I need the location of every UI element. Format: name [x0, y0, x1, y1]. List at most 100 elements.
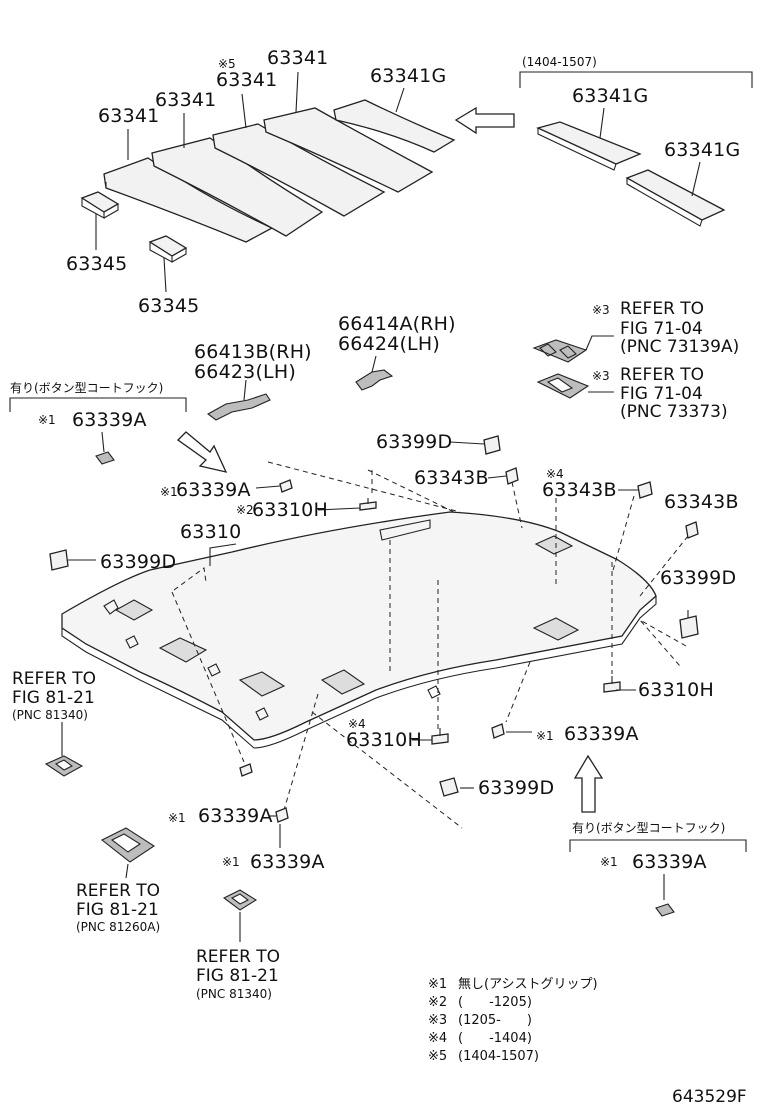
label-63310h-right: 63310H: [638, 679, 714, 701]
label-63343b-2: 63343B: [542, 479, 617, 501]
roof-strips-group: [80, 71, 753, 293]
ref1-fig: FIG 71-04: [620, 319, 703, 339]
label-strip-1: 63341: [98, 105, 159, 127]
label-66413b: 66413B(RH): [194, 341, 312, 363]
label-63310h-mid: 63310H: [346, 729, 422, 751]
left-hook-box: 有り(ボタン型コートフック) ※1 63339A: [9, 381, 228, 473]
right-hook-part: 63339A: [632, 851, 707, 873]
bracket-66413b: [206, 393, 271, 421]
figure-code: 643529F: [672, 1087, 747, 1107]
lamp-73139a: [532, 339, 588, 363]
note-2-mark: ※2: [428, 995, 447, 1010]
strip-63341g-r1: [536, 121, 642, 165]
ref1-pnc: (PNC 73139A): [620, 337, 739, 357]
label-63343b-3: 63343B: [664, 491, 739, 513]
right-hook-box: 有り(ボタン型コートフック) ※1 63339A: [569, 754, 747, 917]
left-refs: REFER TO FIG 81-21 (PNC 81340) REFER TO …: [12, 669, 280, 1001]
clip-63399d-left: [49, 549, 69, 571]
cap-63343b-3: [685, 521, 699, 539]
label-strip-2: 63341: [155, 89, 216, 111]
hook-63339a-low2: [275, 807, 289, 823]
label-date-range: (1404-1507): [522, 55, 597, 69]
ref2-fig: FIG 71-04: [620, 384, 703, 404]
label-66424: 66424(LH): [338, 333, 440, 355]
label-strip-r2: 63341G: [664, 139, 740, 161]
label-strip-3: 63341: [216, 69, 277, 91]
label-63310h-mid-mark: ※4: [348, 717, 366, 731]
ref-c-fig: FIG 81-21: [196, 966, 279, 986]
ref2-mark: ※3: [592, 369, 610, 383]
strip-63341-4: [263, 107, 434, 193]
note-3-mark: ※3: [428, 1013, 447, 1028]
cap-63343b-1: [505, 467, 519, 485]
headliner-labels: 63399D ※1 63339A ※2 63310H 63343B ※4 633…: [100, 431, 739, 873]
label-63343b-1: 63343B: [414, 467, 489, 489]
label-strip-3-mark: ※5: [218, 57, 236, 71]
note-5-mark: ※5: [428, 1049, 447, 1064]
clip-63399d-right: [679, 615, 699, 639]
direction-arrow-up: [573, 754, 604, 813]
left-hook-heading: 有り(ボタン型コートフック): [10, 381, 163, 395]
ref2-refer: REFER TO: [620, 365, 704, 385]
ref-c-pnc: (PNC 81340): [196, 987, 272, 1001]
label-63399d-top: 63399D: [376, 431, 452, 453]
left-hook-part: 63339A: [72, 409, 147, 431]
note-4-mark: ※4: [428, 1031, 447, 1046]
ref1-mark: ※3: [592, 303, 610, 317]
hook-63339a-mid: [491, 723, 505, 739]
label-63339a-mid-mark: ※1: [536, 729, 554, 743]
label-63310h-top-mark: ※2: [236, 503, 254, 517]
label-pad-2: 63345: [138, 295, 199, 317]
headliner-63310: [61, 511, 657, 749]
ref-a-fig: FIG 81-21: [12, 688, 95, 708]
ref-b-refer: REFER TO: [76, 881, 160, 901]
right-hook-heading: 有り(ボタン型コートフック): [572, 821, 725, 835]
brackets-group: [206, 335, 614, 421]
footnotes: ※1 無し(アシストグリップ) ※2 ( -1205) ※3 (1205- ) …: [428, 977, 598, 1064]
strip-labels: 63341 63341 ※5 63341 63341 63341G (1404-…: [66, 47, 740, 317]
label-63339a-mid: 63339A: [564, 723, 639, 745]
note-1-mark: ※1: [428, 977, 447, 992]
label-66414a: 66414A(RH): [338, 313, 456, 335]
small-parts: [49, 435, 699, 848]
ref-c-refer: REFER TO: [196, 947, 280, 967]
ref-a-pnc: (PNC 81340): [12, 708, 88, 722]
right-hook-mark: ※1: [600, 855, 618, 869]
label-63310: 63310: [180, 521, 241, 543]
label-63339a-left: 63339A: [176, 479, 251, 501]
note-5-text: (1404-1507): [458, 1049, 539, 1064]
label-strip-r1: 63341G: [572, 85, 648, 107]
label-63339a-low2-mark: ※1: [222, 855, 240, 869]
label-63339a-low1-mark: ※1: [168, 811, 186, 825]
label-63310h-top: 63310H: [252, 499, 328, 521]
cap-63399d-top: [483, 435, 501, 455]
bracket-labels: 66414A(RH) 66424(LH) 66413B(RH) 66423(LH…: [194, 299, 739, 422]
hook-63339a-top: [279, 479, 293, 493]
label-strip-4: 63341: [267, 47, 328, 69]
bolt-63310h-mid: [431, 733, 449, 745]
coat-hook-left: [95, 451, 115, 465]
label-63339a-left-mark: ※1: [160, 485, 178, 499]
hook-63339a-low1: [239, 763, 253, 777]
note-4-text: ( -1404): [458, 1031, 532, 1046]
ref-b-fig: FIG 81-21: [76, 900, 159, 920]
direction-arrow-left: [454, 106, 515, 135]
ref2-pnc: (PNC 73373): [620, 402, 728, 422]
label-pad-1: 63345: [66, 253, 127, 275]
label-63343b-2-mark: ※4: [546, 467, 564, 481]
label-63399d-left: 63399D: [100, 551, 176, 573]
strip-63341g: [333, 99, 456, 153]
note-3-text: (1205- ): [458, 1013, 532, 1028]
label-66423: 66423(LH): [194, 361, 296, 383]
clip-63399d-bottom: [439, 777, 459, 797]
coat-hook-right: [655, 903, 675, 917]
label-63399d-bottom: 63399D: [478, 777, 554, 799]
bracket-66414a: [355, 369, 394, 391]
assembly-lines: [171, 461, 689, 829]
left-hook-mark: ※1: [38, 413, 56, 427]
ref-a-refer: REFER TO: [12, 669, 96, 689]
label-63339a-low1: 63339A: [198, 805, 273, 827]
strip-63341g-r2: [625, 169, 726, 221]
